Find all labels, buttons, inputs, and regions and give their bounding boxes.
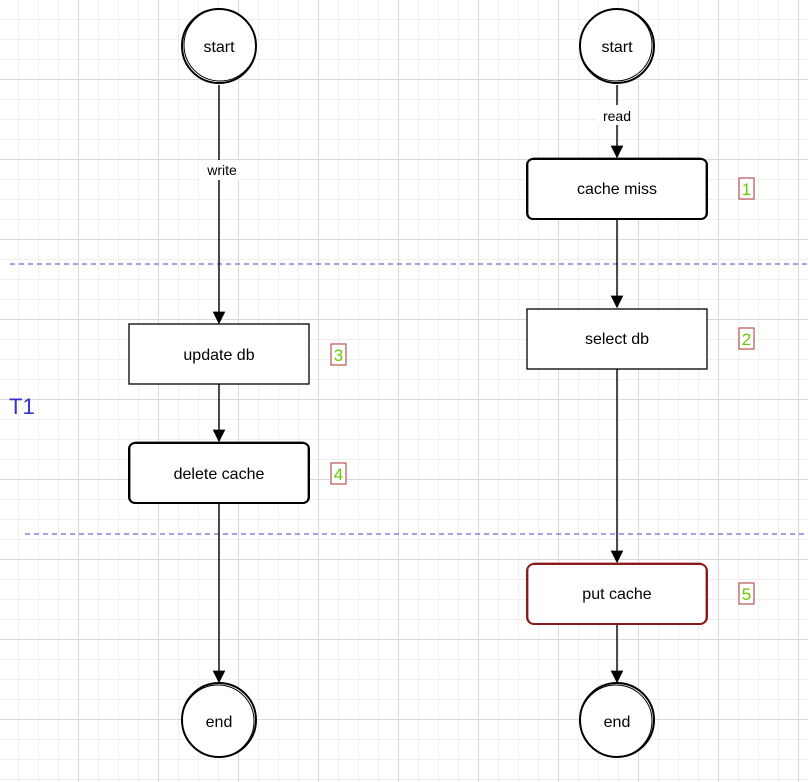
node-read-end[interactable]: end [579, 682, 655, 758]
edge-label-write: write [206, 162, 237, 178]
node-update-db[interactable]: update db [128, 323, 310, 385]
node-cache-miss-label: cache miss [577, 181, 657, 198]
step-number-5: 5 [742, 585, 751, 604]
node-write-start-label: start [203, 39, 235, 56]
node-delete-cache[interactable]: delete cache [128, 441, 310, 504]
node-select-db-label: select db [585, 331, 649, 348]
node-update-db-label: update db [183, 347, 254, 364]
lane-label: T1 [9, 394, 35, 419]
edge-label-read-bg [597, 105, 637, 125]
step-badge-1: 1 [738, 177, 755, 200]
edge-label-read: read [603, 108, 631, 124]
step-badge-3: 3 [330, 343, 347, 366]
node-delete-cache-label: delete cache [174, 466, 265, 483]
node-put-cache-label: put cache [582, 586, 651, 603]
node-read-start[interactable]: start [579, 8, 655, 84]
node-read-start-label: start [601, 39, 633, 56]
node-write-end[interactable]: end [181, 682, 257, 758]
step-number-2: 2 [742, 330, 751, 349]
step-badge-5: 5 [738, 582, 755, 605]
step-number-1: 1 [742, 180, 751, 199]
step-badge-4: 4 [330, 462, 347, 485]
node-write-end-label: end [206, 714, 233, 731]
node-write-start[interactable]: start [181, 8, 257, 84]
step-number-4: 4 [334, 465, 343, 484]
step-badge-2: 2 [738, 327, 755, 350]
node-select-db[interactable]: select db [526, 308, 708, 370]
node-read-end-label: end [604, 714, 631, 731]
node-cache-miss[interactable]: cache miss [526, 157, 708, 220]
node-put-cache[interactable]: put cache [526, 562, 708, 625]
step-number-3: 3 [334, 346, 343, 365]
edge-label-write-bg [199, 160, 241, 180]
